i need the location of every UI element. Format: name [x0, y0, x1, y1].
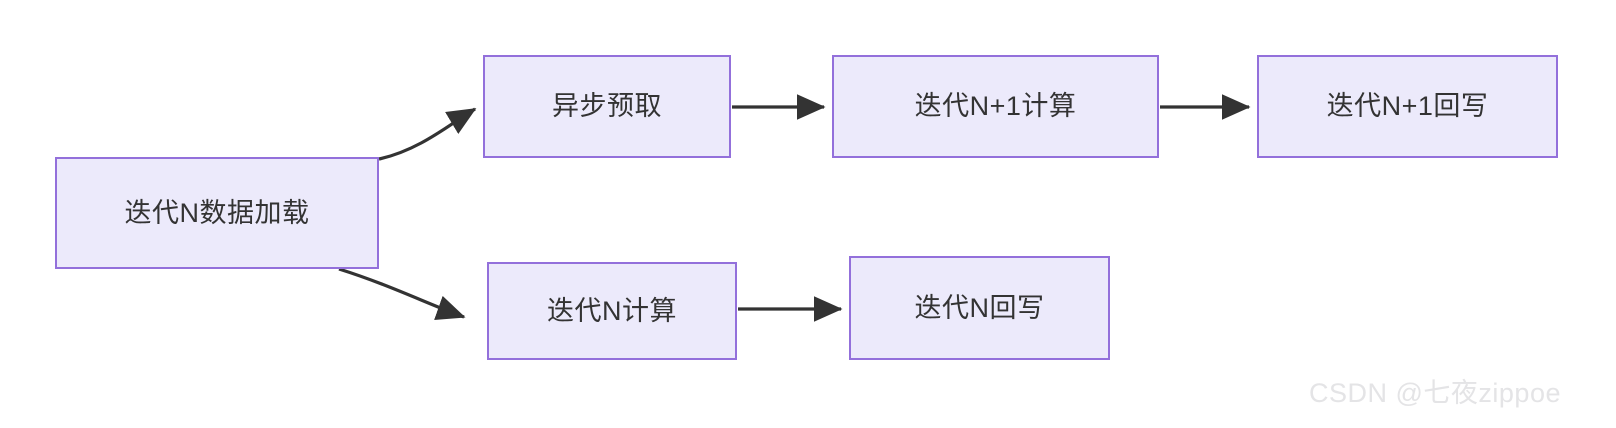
- node-async-prefetch[interactable]: 异步预取: [483, 55, 731, 158]
- node-iteration-n-data-load[interactable]: 迭代N数据加载: [55, 157, 379, 269]
- node-label: 迭代N数据加载: [124, 197, 310, 228]
- node-label: 异步预取: [552, 91, 662, 121]
- node-label: 迭代N计算: [547, 295, 677, 326]
- node-iteration-n-compute[interactable]: 迭代N计算: [487, 262, 737, 360]
- edge-load-to-prefetch: [378, 107, 477, 161]
- node-iteration-n-writeback[interactable]: 迭代N回写: [849, 256, 1110, 360]
- watermark-text: CSDN @七夜zippoe: [1309, 378, 1561, 408]
- node-label: 迭代N回写: [914, 292, 1045, 323]
- node-label: 迭代N+1计算: [914, 91, 1077, 121]
- node-label: 迭代N+1回写: [1326, 91, 1489, 121]
- node-iteration-n-plus-1-writeback[interactable]: 迭代N+1回写: [1257, 55, 1558, 158]
- node-iteration-n-plus-1-compute[interactable]: 迭代N+1计算: [832, 55, 1159, 158]
- edge-load-to-compute-n: [338, 267, 466, 321]
